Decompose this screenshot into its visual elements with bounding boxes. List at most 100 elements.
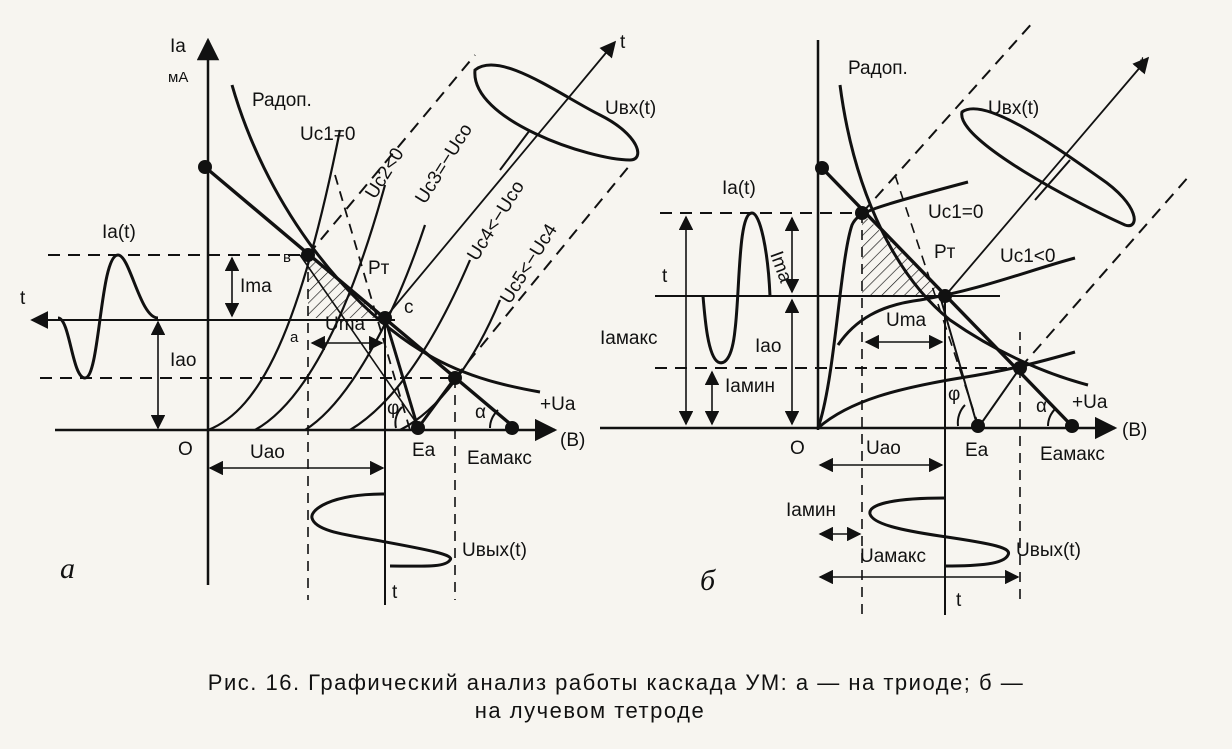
a-uout-wave	[310, 492, 453, 568]
a-uao-label: Uao	[250, 442, 285, 463]
b-radop-label: Радоп.	[848, 58, 908, 79]
a-t-top-label: t	[620, 32, 626, 53]
b-point-top	[815, 161, 829, 175]
a-point-ea	[411, 421, 425, 435]
b-iamin-label: Iамин	[725, 376, 775, 397]
b-iao-label: Iao	[755, 336, 781, 357]
b-alpha-arc	[1047, 407, 1057, 427]
a-ia-t-wave	[57, 253, 159, 380]
b-curve-lower	[817, 350, 1076, 430]
a-ima-label: Ima	[240, 276, 272, 297]
b-dash-diag-1	[861, 19, 1036, 214]
a-point-eamax	[505, 421, 519, 435]
b-uin-wave	[960, 107, 1136, 228]
a-curve-label-2: Uс2<0	[361, 144, 408, 202]
b-uout-label: Uвых(t)	[1016, 540, 1081, 561]
b-point-eamax	[1065, 419, 1079, 433]
b-load-line-3	[977, 367, 1021, 429]
a-curve-label-1: Uс1=0	[300, 124, 355, 145]
b-pt-label: Pт	[934, 242, 956, 263]
b-uma-label: Uma	[886, 310, 927, 331]
b-t-top-label: t	[1140, 54, 1146, 75]
a-panel-letter: а	[60, 552, 75, 585]
b-point-pt	[938, 289, 952, 303]
a-ea-label: Ea	[412, 440, 436, 461]
a-curve-uc1	[207, 129, 342, 432]
b-ea-label: Ea	[965, 440, 989, 461]
b-x-unit-label: (В)	[1122, 420, 1147, 441]
a-uma-label: Uma	[325, 314, 366, 335]
a-x-unit-label: (В)	[560, 430, 585, 451]
a-load-line-3	[383, 317, 420, 429]
b-t-bottom-label: t	[956, 590, 962, 611]
a-curve-label-5: Uс5<−Uс4	[496, 220, 562, 308]
a-point-b	[301, 248, 315, 262]
a-curve-label-3: Uс3=−Uсо	[411, 120, 476, 207]
b-panel-letter: б	[700, 564, 716, 597]
b-t-axis-diagonal	[944, 56, 1150, 297]
a-curve-uc2	[254, 184, 387, 431]
a-phi-label: φ	[387, 398, 399, 419]
b-curve-label-2: Uс1<0	[1000, 246, 1055, 267]
b-ia-t-wave	[701, 211, 772, 365]
b-iamin2-label: Iамин	[786, 500, 836, 521]
b-origin-label: О	[790, 438, 805, 459]
a-y-axis-label: Ia	[170, 36, 186, 57]
b-curve-uc1-0	[816, 180, 969, 429]
b-plus-ua-label: +Ua	[1072, 392, 1108, 413]
b-uamax-label: Uамакс	[860, 546, 926, 567]
a-point-pt	[378, 311, 392, 325]
panel-a: Ia мА Радоп. Uс1=0 Uс2<0 Uс3=−Uсо Uс4<−U…	[20, 32, 656, 605]
b-eamax-label: Eамакс	[1040, 444, 1105, 465]
b-uin-guide	[1034, 159, 1071, 201]
a-origin-label: О	[178, 439, 193, 460]
a-point-c-label: с	[404, 297, 414, 318]
a-phi-arc	[394, 406, 403, 429]
a-load-line	[203, 165, 517, 430]
a-load-line-2	[299, 254, 421, 429]
caption-line-1: Рис. 16. Графический анализ работы каска…	[208, 670, 1024, 695]
b-uao-label: Uao	[866, 438, 901, 459]
a-uin-guide	[499, 129, 531, 171]
b-ia-t-label: Ia(t)	[722, 178, 756, 199]
a-pt-label: Pт	[368, 258, 390, 279]
a-t-axis-diagonal	[384, 40, 617, 319]
a-curve-uc3	[304, 224, 427, 431]
a-dashed-diag-1	[307, 54, 476, 256]
a-alpha-arc	[489, 409, 499, 429]
b-dash-diag-2	[1019, 174, 1191, 369]
a-load-line-4	[416, 377, 457, 429]
b-t-left-label: t	[662, 266, 668, 287]
b-curve-label-1: Uс1=0	[928, 202, 983, 223]
a-plus-ua-label: +Ua	[540, 394, 576, 415]
b-load-line-2	[939, 295, 979, 429]
b-uin-label: Uвх(t)	[988, 98, 1039, 119]
a-point-top	[198, 160, 212, 174]
a-y-unit-label: мА	[168, 69, 188, 86]
a-point-c2	[448, 371, 462, 385]
a-alpha-label: α	[475, 402, 486, 423]
a-t-bottom-label: t	[392, 582, 398, 603]
panel-b: Радоп. t Uвх(t) Ia(t) Uс1=0 Pт Uс1<0 Ima…	[600, 19, 1191, 615]
a-dashed-diag-2	[454, 164, 631, 379]
b-iamax-label: Iамакс	[600, 328, 658, 349]
b-point-c	[1013, 361, 1027, 375]
a-uin-label: Uвх(t)	[605, 98, 656, 119]
a-curve-label-4: Uс4<−Uсо	[463, 177, 528, 264]
a-curve-uc4	[349, 259, 472, 431]
a-iao-label: Iao	[170, 350, 196, 371]
b-alpha-label: α	[1036, 396, 1047, 417]
b-phi-arc	[956, 404, 966, 427]
a-point-a-label: а	[290, 329, 299, 346]
a-eamax-label: Eамакс	[467, 448, 532, 469]
b-radop-curve	[838, 84, 1089, 387]
b-point-ea	[971, 419, 985, 433]
b-phi-label: φ	[948, 384, 960, 405]
b-point-b	[855, 206, 869, 220]
a-uin-wave	[473, 63, 640, 162]
a-point-b-label: в	[283, 249, 291, 266]
a-ia-t-label: Ia(t)	[102, 222, 136, 243]
caption-line-2: на лучевом тетроде	[475, 698, 705, 723]
a-radop-label: Радоп.	[252, 90, 312, 111]
